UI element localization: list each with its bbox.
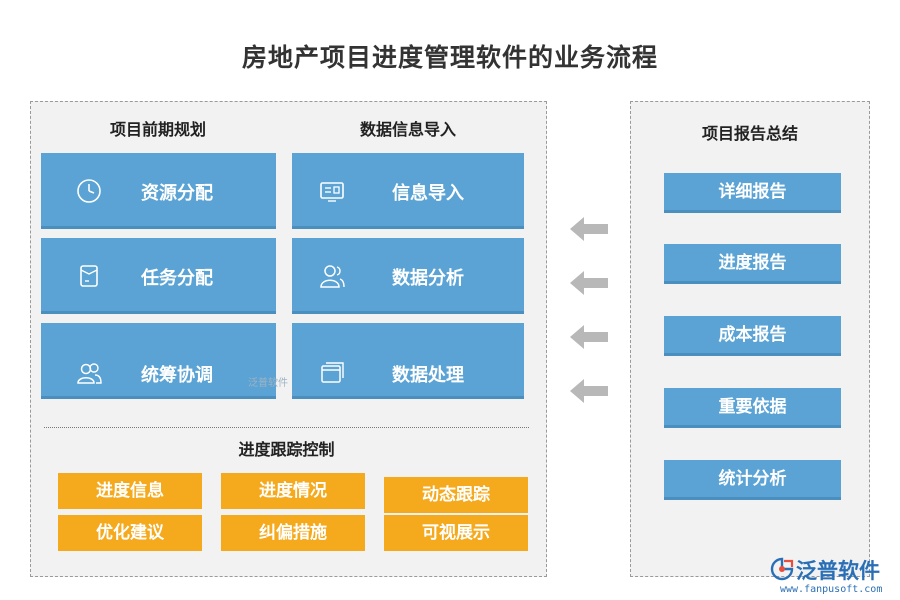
screen-icon <box>318 177 346 205</box>
button-important-basis[interactable]: 重要依据 <box>664 388 841 428</box>
planning-label: 项目前期规划 <box>109 120 206 139</box>
button-dynamic-tracking[interactable]: 动态跟踪 <box>384 477 528 513</box>
logo-mark-icon <box>770 557 794 581</box>
tile-coordination[interactable]: 统筹协调 <box>41 323 276 399</box>
button-cost-report[interactable]: 成本报告 <box>664 316 841 356</box>
tile-resource-allocation[interactable]: 资源分配 <box>41 153 276 229</box>
people-icon <box>75 359 103 387</box>
document-icon <box>75 262 103 290</box>
window-icon <box>318 359 346 387</box>
page-title: 房地产项目进度管理软件的业务流程 <box>241 43 658 72</box>
button-progress-report[interactable]: 进度报告 <box>664 244 841 284</box>
logo-name: 泛普软件 <box>796 559 880 583</box>
brand-logo: 泛普软件 www.fanpusoft.com <box>770 553 895 597</box>
tile-info-import[interactable]: 信息导入 <box>292 153 524 229</box>
tile-label: 数据处理 <box>392 365 464 386</box>
button-progress-info[interactable]: 进度信息 <box>58 473 202 509</box>
tile-data-analysis[interactable]: 数据分析 <box>292 238 524 314</box>
button-statistical-analysis[interactable]: 统计分析 <box>664 460 841 500</box>
button-optimization[interactable]: 优化建议 <box>58 515 202 551</box>
data-import-label: 数据信息导入 <box>359 120 456 139</box>
person-icon <box>318 262 346 290</box>
button-correction[interactable]: 纠偏措施 <box>221 515 365 551</box>
tile-label: 数据分析 <box>392 268 464 289</box>
tile-label: 信息导入 <box>392 183 464 204</box>
tile-label: 资源分配 <box>141 183 213 204</box>
section-divider <box>44 427 529 428</box>
arrow-left-icon <box>568 268 610 298</box>
tile-label: 任务分配 <box>141 268 213 289</box>
arrow-left-icon <box>568 376 610 406</box>
tile-label: 统筹协调 <box>141 365 213 386</box>
tile-data-processing[interactable]: 数据处理 <box>292 323 524 399</box>
arrow-left-icon <box>568 322 610 352</box>
tile-task-allocation[interactable]: 任务分配 <box>41 238 276 314</box>
clock-icon <box>75 177 103 205</box>
button-progress-status[interactable]: 进度情况 <box>221 473 365 509</box>
report-summary-label: 项目报告总结 <box>701 124 798 143</box>
watermark: 泛普软件 <box>248 378 288 389</box>
button-visualization[interactable]: 可视展示 <box>384 515 528 551</box>
arrow-left-icon <box>568 214 610 244</box>
logo-url: www.fanpusoft.com <box>780 584 883 595</box>
tracking-label: 进度跟踪控制 <box>238 440 335 459</box>
button-detailed-report[interactable]: 详细报告 <box>664 173 841 213</box>
